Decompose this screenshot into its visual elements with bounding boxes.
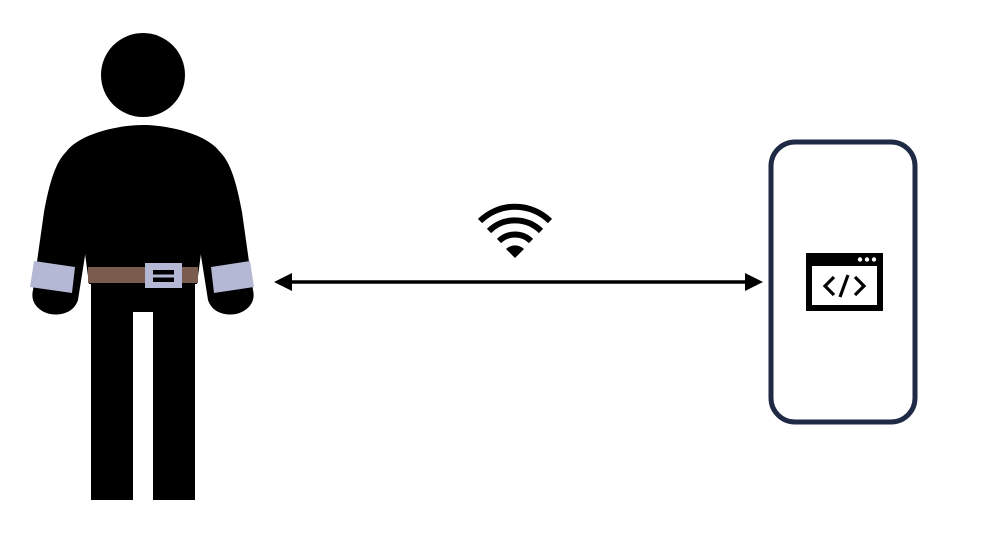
right-wrist-band-icon bbox=[211, 261, 254, 293]
person-head bbox=[101, 33, 185, 117]
arrow-head-right bbox=[745, 273, 763, 291]
person-torso bbox=[64, 125, 222, 284]
left-wrist-band-icon bbox=[30, 261, 75, 293]
person-left-leg bbox=[91, 280, 133, 500]
bidirectional-arrow bbox=[274, 273, 763, 291]
arrow-head-left bbox=[274, 273, 292, 291]
person-right-leg bbox=[153, 280, 195, 500]
smartphone-icon bbox=[768, 139, 918, 425]
person-icon bbox=[30, 33, 254, 500]
belt-buckle-bar bbox=[153, 274, 174, 278]
wifi-icon bbox=[477, 203, 553, 258]
code-window-icon bbox=[806, 253, 883, 311]
